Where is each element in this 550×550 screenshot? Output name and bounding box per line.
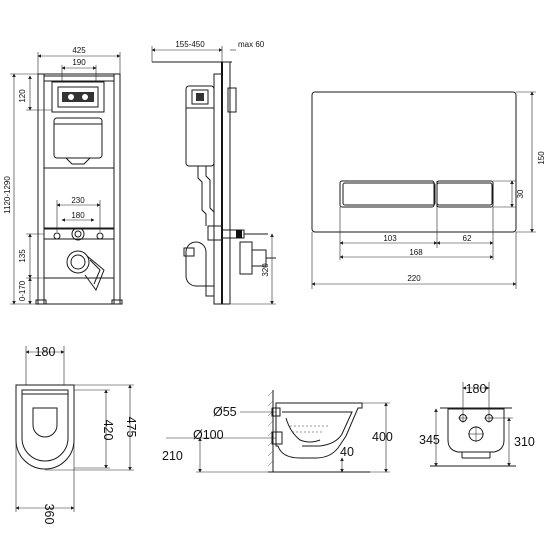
- flush-plate-view: 150 30 103 62 168 220: [311, 91, 546, 289]
- cistern: [53, 117, 103, 159]
- dim-425: 425: [72, 46, 86, 55]
- dim-475: 475: [124, 417, 138, 438]
- dim-360: 360: [42, 504, 56, 525]
- cistern-side: [185, 85, 215, 167]
- bowl-side-view: Ø55 Ø100 210 40 400: [162, 390, 393, 473]
- dim-135: 135: [18, 249, 27, 263]
- dim-120: 120: [18, 89, 27, 103]
- dim-190: 190: [72, 58, 86, 67]
- dim-180: 180: [71, 211, 85, 220]
- bowl-back-outline: [447, 408, 505, 453]
- flush-plate: [311, 91, 517, 233]
- bowl-outline: [15, 384, 75, 470]
- dim-0-170: 0-170: [18, 280, 27, 301]
- bowl-top-view: 180 420 475 360: [15, 345, 138, 525]
- dim-345: 345: [419, 433, 440, 447]
- dim-168: 168: [409, 248, 423, 257]
- dim-max-60: max 60: [238, 40, 265, 49]
- dim-30: 30: [516, 189, 525, 198]
- dim-420: 420: [101, 420, 115, 441]
- dim-103: 103: [383, 234, 397, 243]
- frame-side-view: 155-450 max 60 320: [151, 40, 276, 305]
- dim-d55: Ø55: [213, 405, 237, 419]
- dim-320: 320: [261, 263, 270, 277]
- dim-62: 62: [463, 234, 472, 243]
- dim-155-450: 155-450: [175, 40, 205, 49]
- flush-panel: [51, 81, 105, 113]
- dim-back-180: 180: [466, 382, 487, 396]
- dim-220: 220: [407, 274, 421, 283]
- bowl-body: [275, 402, 363, 459]
- dim-150: 150: [537, 151, 546, 165]
- dim-230: 230: [71, 196, 85, 205]
- dim-1120-1290: 1120-1290: [3, 176, 12, 214]
- frame-front-view: 425 190 120 1120-1290 230 180 135 0-170: [3, 46, 123, 305]
- dim-d100: Ø100: [193, 428, 224, 442]
- bowl-back-view: 180 345 310: [419, 382, 535, 467]
- dim-40: 40: [340, 445, 354, 459]
- dim-210: 210: [162, 449, 183, 463]
- dim-400: 400: [372, 430, 393, 444]
- dim-bowl-180: 180: [35, 345, 56, 359]
- dim-310: 310: [514, 435, 535, 449]
